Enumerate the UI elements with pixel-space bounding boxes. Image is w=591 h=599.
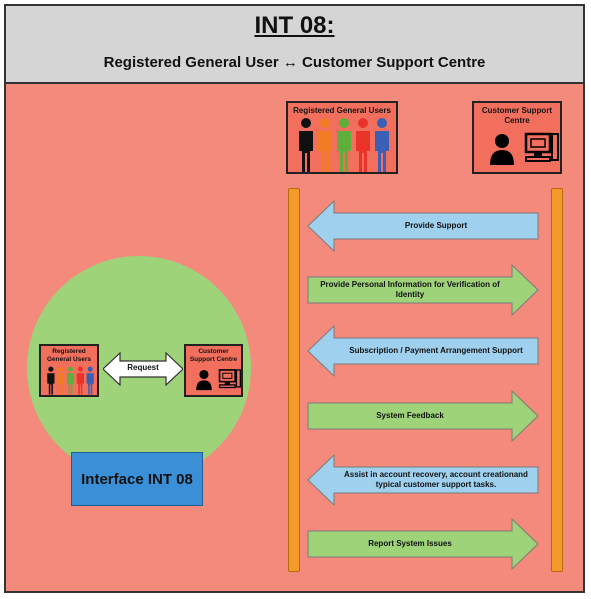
request-double-arrow	[103, 352, 183, 386]
person-figure	[47, 366, 55, 395]
message-label-2: Provide Personal Information for Verific…	[320, 280, 500, 299]
centre-actor-box: Customer Support Centre	[472, 101, 562, 174]
person-figure	[66, 366, 75, 395]
users-lifeline	[288, 188, 300, 572]
message-label-3: Subscription / Payment Arrangement Suppo…	[349, 346, 523, 355]
diagram-subtitle: Registered General User ↔ Customer Suppo…	[103, 54, 486, 71]
message-label-6: Report System Issues	[368, 539, 452, 548]
header: INT 08: Registered General User ↔ Custom…	[6, 6, 583, 84]
interface-users-label: Registered General Users	[46, 348, 92, 363]
request-label: Request	[127, 363, 159, 372]
person-figure	[299, 118, 313, 172]
interface-centre-label: Customer Support Centre	[189, 348, 238, 363]
support-agent-computer-small-icon	[196, 369, 241, 391]
people-group-icon	[299, 118, 389, 172]
users-actor-label: Registered General Users	[293, 106, 391, 115]
interface-users-box: Registered General Users	[39, 344, 99, 397]
diagram-title: INT 08:	[254, 12, 335, 39]
message-label-1: Provide Support	[404, 221, 468, 230]
centre-lifeline	[551, 188, 563, 572]
person-figure	[76, 366, 84, 395]
people-group-small-icon	[47, 366, 94, 395]
message-arrow-6	[307, 517, 539, 571]
message-arrow-1	[307, 199, 539, 253]
person-figure	[86, 366, 94, 395]
person-figure	[337, 118, 351, 172]
interface-name-box: Interface INT 08	[71, 452, 203, 506]
message-arrow-5	[307, 453, 539, 507]
message-label-5: Assist in account recovery, account crea…	[344, 470, 528, 489]
message-arrow-4	[307, 389, 539, 443]
person-figure	[318, 118, 332, 172]
person-figure	[375, 118, 389, 172]
message-arrow-2	[307, 263, 539, 317]
message-label-4: System Feedback	[376, 411, 444, 420]
message-arrow-3	[307, 324, 539, 378]
person-figure	[57, 366, 65, 395]
person-figure	[356, 118, 370, 172]
users-actor-box: Registered General Users	[286, 101, 398, 174]
interface-centre-box: Customer Support Centre	[184, 344, 243, 397]
support-agent-computer-icon	[490, 132, 559, 165]
centre-actor-label: Customer Support Centre	[481, 106, 553, 126]
